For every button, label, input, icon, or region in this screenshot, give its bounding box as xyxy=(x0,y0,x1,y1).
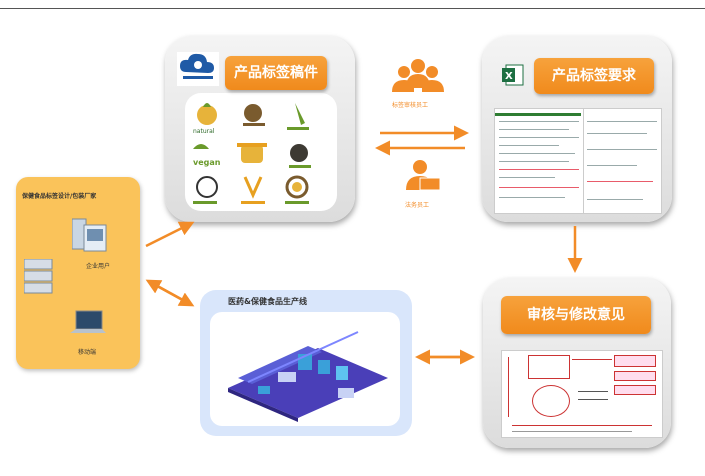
people-group-icon xyxy=(392,59,444,92)
laptop-label: 移动端 xyxy=(78,349,97,356)
label-text-2: vegan xyxy=(193,158,221,167)
server-label: 企业用户 xyxy=(86,263,111,270)
label-design-grid: natural vegan xyxy=(193,103,311,204)
manuscript-content: natural vegan xyxy=(185,93,337,211)
manuscript-title: 产品标签稿件 xyxy=(225,56,327,90)
production-panel: 医药&保健食品生产线 xyxy=(200,290,412,436)
factory-line-illustration xyxy=(228,331,388,422)
spreadsheet-preview xyxy=(494,108,662,214)
laptop-icon xyxy=(70,310,106,333)
factory-panel: 保健食品标签设计/包装厂家 企业用户 移动端 xyxy=(16,177,140,369)
cloud-logo-icon xyxy=(177,52,219,86)
manuscript-card: natural vegan 产品标签稿件 xyxy=(165,36,355,222)
top-divider xyxy=(0,8,705,9)
computer-tower-icon xyxy=(72,218,107,252)
review-title: 审核与修改意见 xyxy=(501,296,651,334)
arrow-factory-to-manuscript xyxy=(145,221,195,248)
people-group-label: 标签审核员工 xyxy=(392,102,429,109)
requirements-card: X 产品标签要求 xyxy=(482,36,672,222)
excel-icon: X xyxy=(502,64,524,86)
label-text-1: natural xyxy=(193,128,215,135)
factory-title: 保健食品标签设计/包装厂家 xyxy=(22,193,97,200)
requirements-title: 产品标签要求 xyxy=(534,58,654,94)
review-document xyxy=(501,350,663,438)
person-laptop-icon xyxy=(406,160,441,191)
review-card: 审核与修改意见 xyxy=(483,278,671,448)
server-stack-icon xyxy=(24,259,53,294)
production-title: 医药&保健食品生产线 xyxy=(228,297,307,306)
person-laptop-label: 法务员工 xyxy=(405,202,430,209)
svg-text:X: X xyxy=(505,71,513,82)
